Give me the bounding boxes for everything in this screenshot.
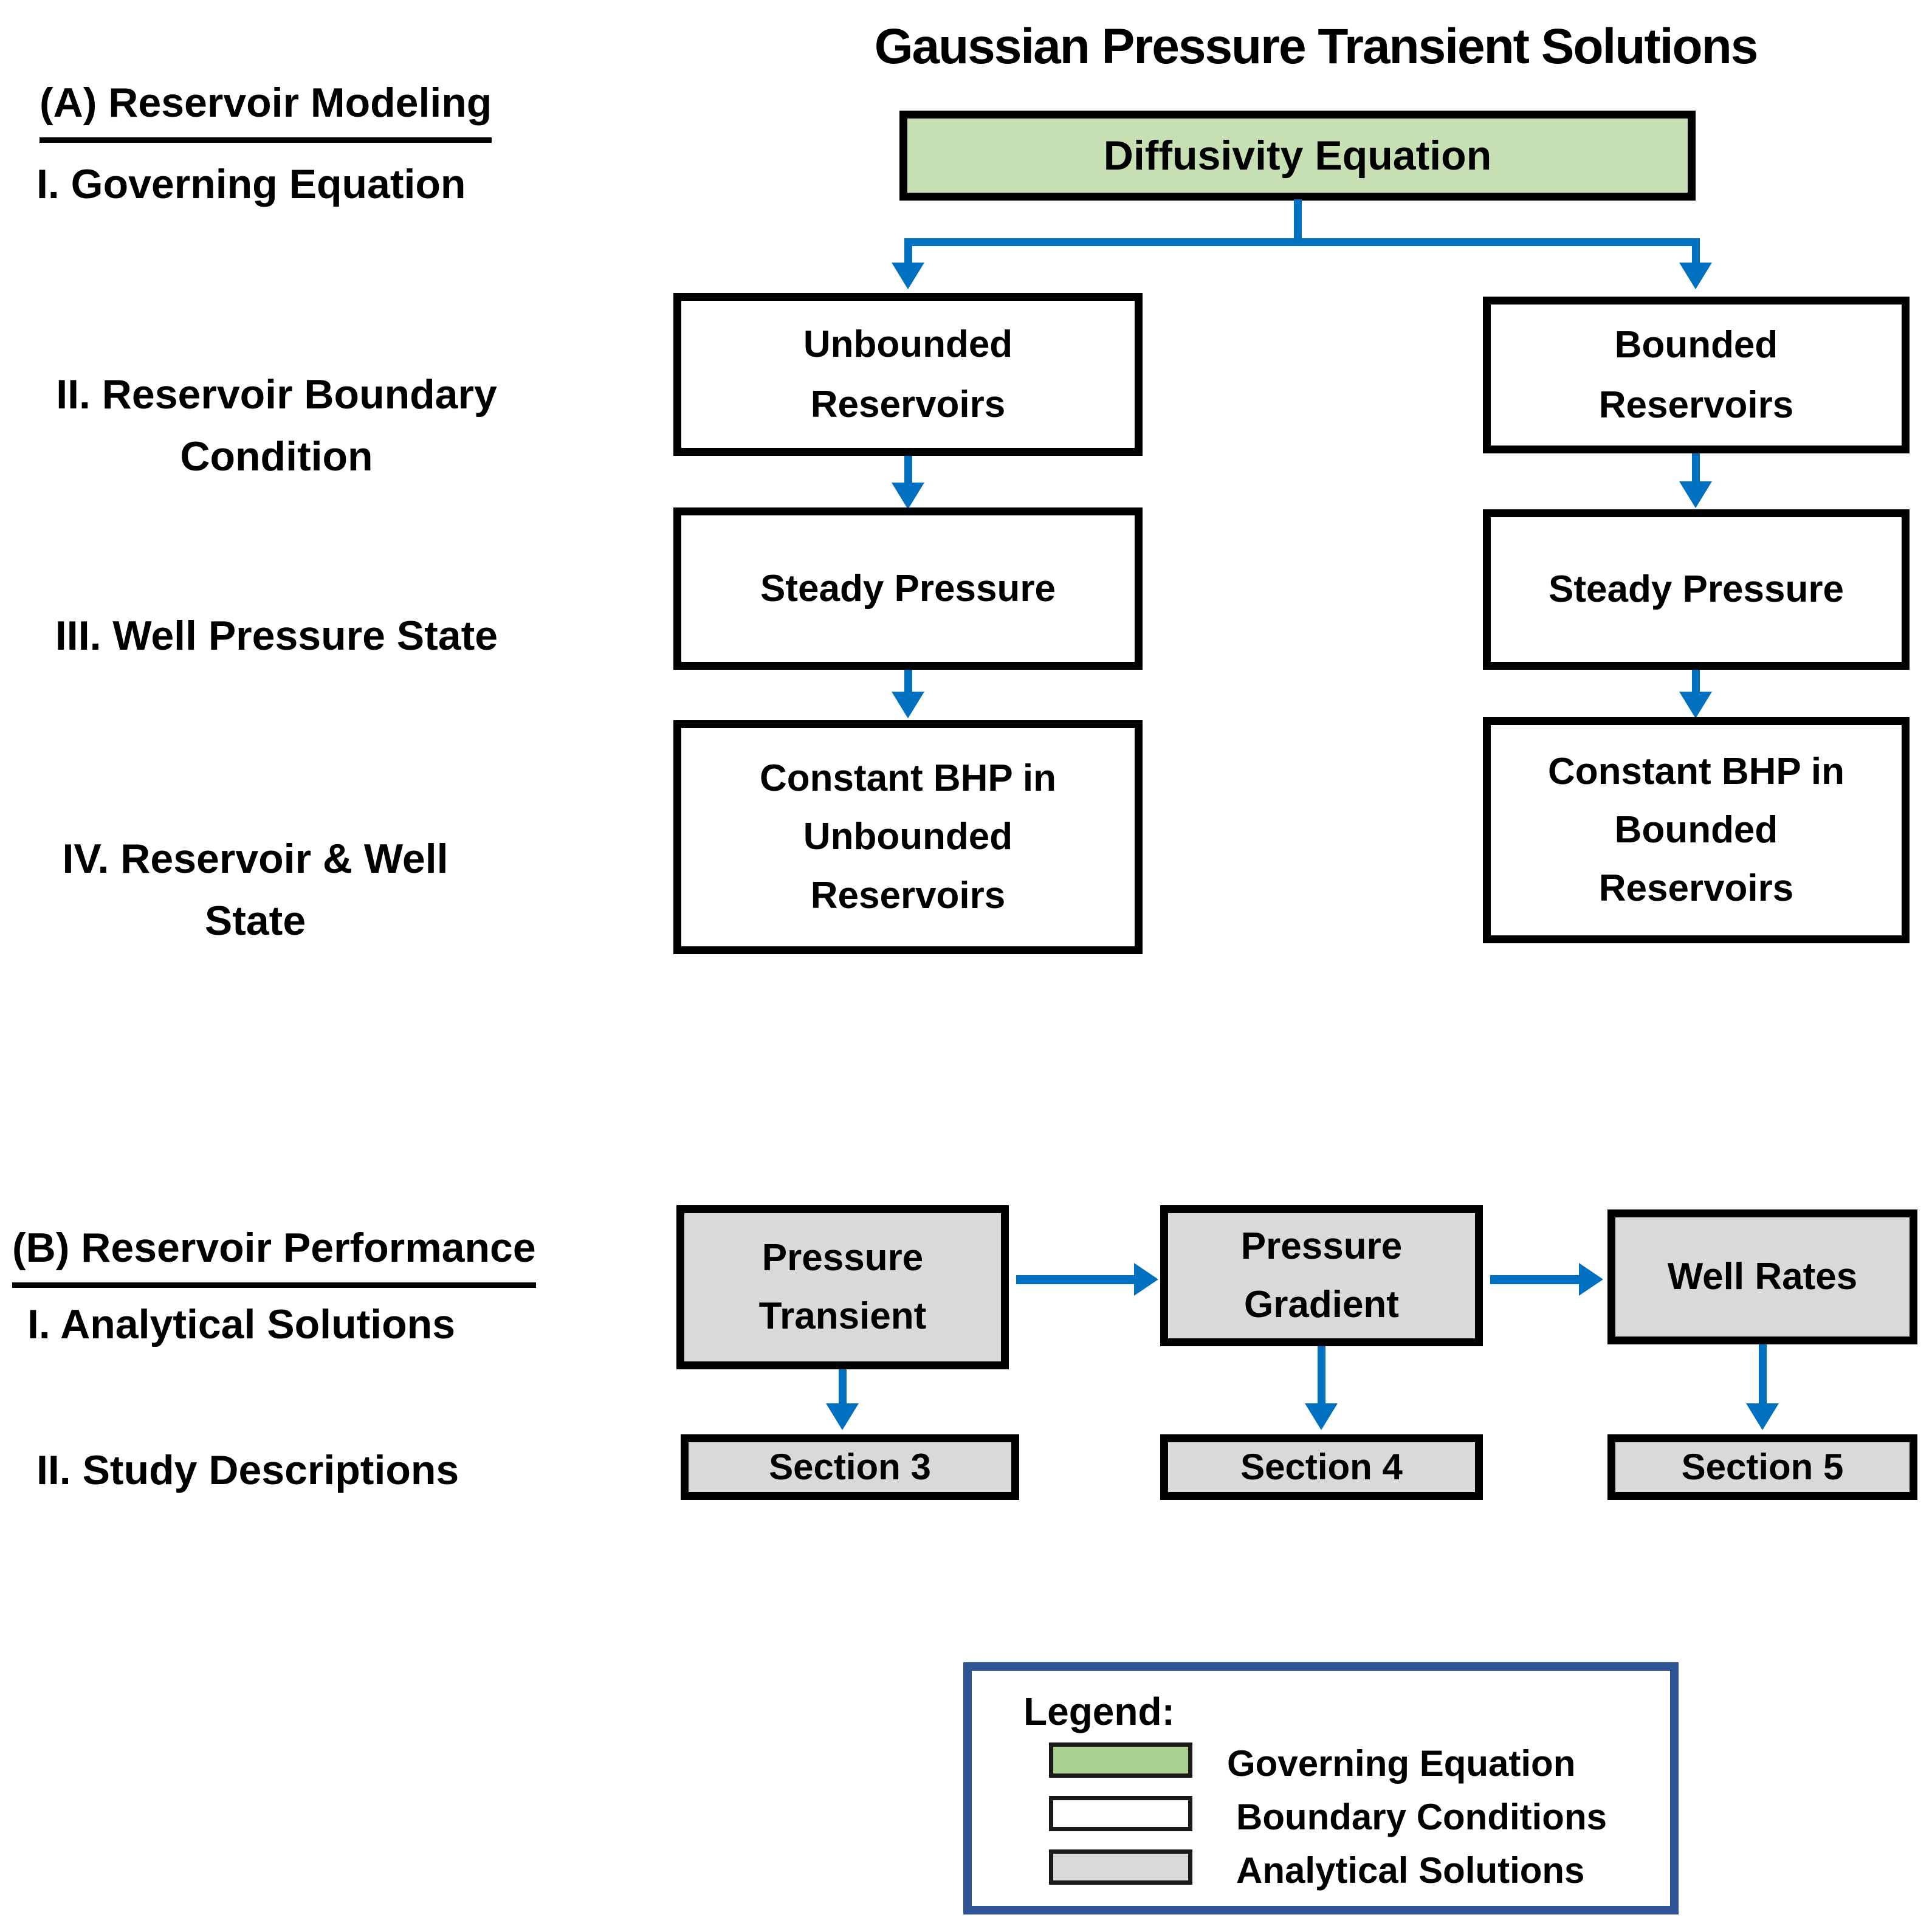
arrow-down-to-unbounded: [892, 263, 924, 289]
arrow-transient-to-gradient-shaft: [1016, 1275, 1136, 1284]
legend-label-governing-equation: Governing Equation: [1227, 1743, 1576, 1784]
connector-left-drop: [904, 238, 912, 264]
arrow-gradient-to-rates-shaft: [1490, 1275, 1581, 1284]
section-5-box: Section 5: [1607, 1434, 1917, 1500]
connector-branch-line: [904, 238, 1700, 246]
legend-label-analytical-solutions: Analytical Solutions: [1236, 1850, 1585, 1891]
arrow-steady-to-bhp-left-shaft: [904, 670, 912, 694]
section-4-box: Section 4: [1160, 1434, 1483, 1500]
label-governing-equation: I. Governing Equation: [36, 161, 466, 207]
well-rates-box: Well Rates: [1607, 1209, 1917, 1344]
arrow-bounded-to-steady-head: [1679, 481, 1712, 508]
connector-root-stub: [1294, 199, 1302, 239]
legend-box: Legend: Governing Equation Boundary Cond…: [963, 1662, 1679, 1914]
arrow-gradient-to-section4-head: [1305, 1403, 1338, 1430]
arrow-down-to-bounded: [1679, 263, 1712, 289]
label-reservoir-well-state: IV. Reservoir & Well State: [62, 836, 449, 944]
unbounded-reservoirs-box: Unbounded Reservoirs: [673, 293, 1143, 456]
pressure-transient-box: Pressure Transient: [676, 1205, 1009, 1369]
arrow-steady-to-bhp-right-shaft: [1692, 670, 1700, 694]
legend-swatch-analytical-solutions: [1049, 1849, 1192, 1885]
constant-bhp-bounded-box: Constant BHP in Bounded Reservoirs: [1483, 717, 1910, 943]
section-b-heading: (B) Reservoir Performance: [12, 1217, 536, 1288]
arrow-steady-to-bhp-left-head: [892, 692, 924, 718]
arrow-transient-to-section3-head: [826, 1403, 859, 1430]
legend-title: Legend:: [1023, 1690, 1175, 1733]
arrow-transient-to-gradient-head: [1134, 1263, 1158, 1296]
pressure-gradient-box: Pressure Gradient: [1160, 1205, 1483, 1346]
label-study-descriptions: II. Study Descriptions: [36, 1447, 459, 1493]
label-reservoir-boundary-condition: II. Reservoir Boundary Condition: [56, 371, 497, 480]
arrow-transient-to-section3-shaft: [839, 1369, 847, 1406]
section-3-box: Section 3: [681, 1434, 1019, 1500]
steady-pressure-left-box: Steady Pressure: [673, 507, 1143, 670]
arrow-gradient-to-section4-shaft: [1318, 1346, 1325, 1406]
arrow-steady-to-bhp-right-head: [1679, 692, 1712, 718]
section-a-heading: (A) Reservoir Modeling: [40, 72, 492, 143]
constant-bhp-unbounded-box: Constant BHP in Unbounded Reservoirs: [673, 720, 1143, 954]
arrow-gradient-to-rates-head: [1579, 1263, 1603, 1296]
diffusivity-equation-box: Diffusivity Equation: [899, 111, 1696, 201]
page-title: Gaussian Pressure Transient Solutions: [874, 19, 1759, 74]
arrow-bounded-to-steady-shaft: [1692, 453, 1700, 484]
legend-label-boundary-conditions: Boundary Conditions: [1236, 1797, 1607, 1837]
label-analytical-solutions: I. Analytical Solutions: [27, 1301, 456, 1347]
connector-right-drop: [1692, 238, 1700, 264]
arrow-unbounded-to-steady-shaft: [904, 456, 912, 485]
bounded-reservoirs-box: Bounded Reservoirs: [1483, 297, 1910, 453]
label-well-pressure-state: III. Well Pressure State: [55, 613, 498, 659]
arrow-rates-to-section5-head: [1746, 1403, 1779, 1430]
arrow-rates-to-section5-shaft: [1759, 1344, 1767, 1406]
arrow-unbounded-to-steady-head: [892, 483, 924, 509]
steady-pressure-right-box: Steady Pressure: [1483, 509, 1910, 670]
legend-swatch-boundary-conditions: [1049, 1796, 1192, 1831]
legend-swatch-governing-equation: [1049, 1742, 1192, 1778]
